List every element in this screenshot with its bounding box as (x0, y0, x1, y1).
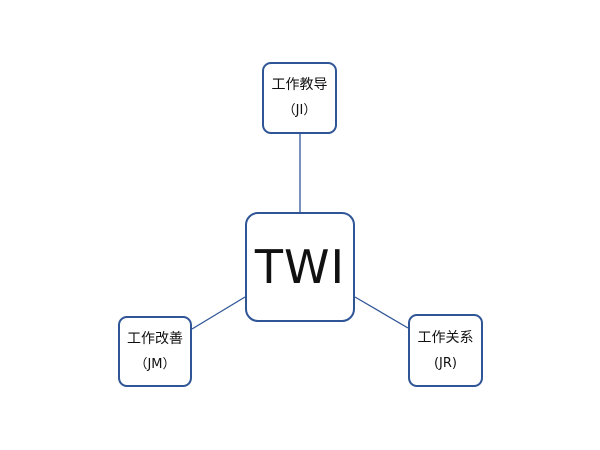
node-job-methods[interactable]: 工作改善 （JM） (118, 316, 192, 387)
center-node-twi[interactable]: TWI (245, 212, 355, 322)
node-job-instruction[interactable]: 工作教导 （JI） (262, 62, 337, 134)
node-job-methods-label: 工作改善 (127, 330, 183, 347)
node-job-methods-code: （JM） (134, 356, 176, 372)
node-job-relations-code: (JR) (433, 355, 457, 371)
node-job-relations[interactable]: 工作关系 (JR) (408, 314, 483, 387)
node-job-relations-label: 工作关系 (417, 329, 474, 346)
node-job-instruction-code: （JI） (282, 103, 317, 118)
connector-center-to-jm (191, 296, 246, 330)
node-job-instruction-label: 工作教导 (271, 77, 328, 93)
connector-center-to-jr (354, 296, 409, 329)
center-node-label: TWI (254, 240, 346, 294)
